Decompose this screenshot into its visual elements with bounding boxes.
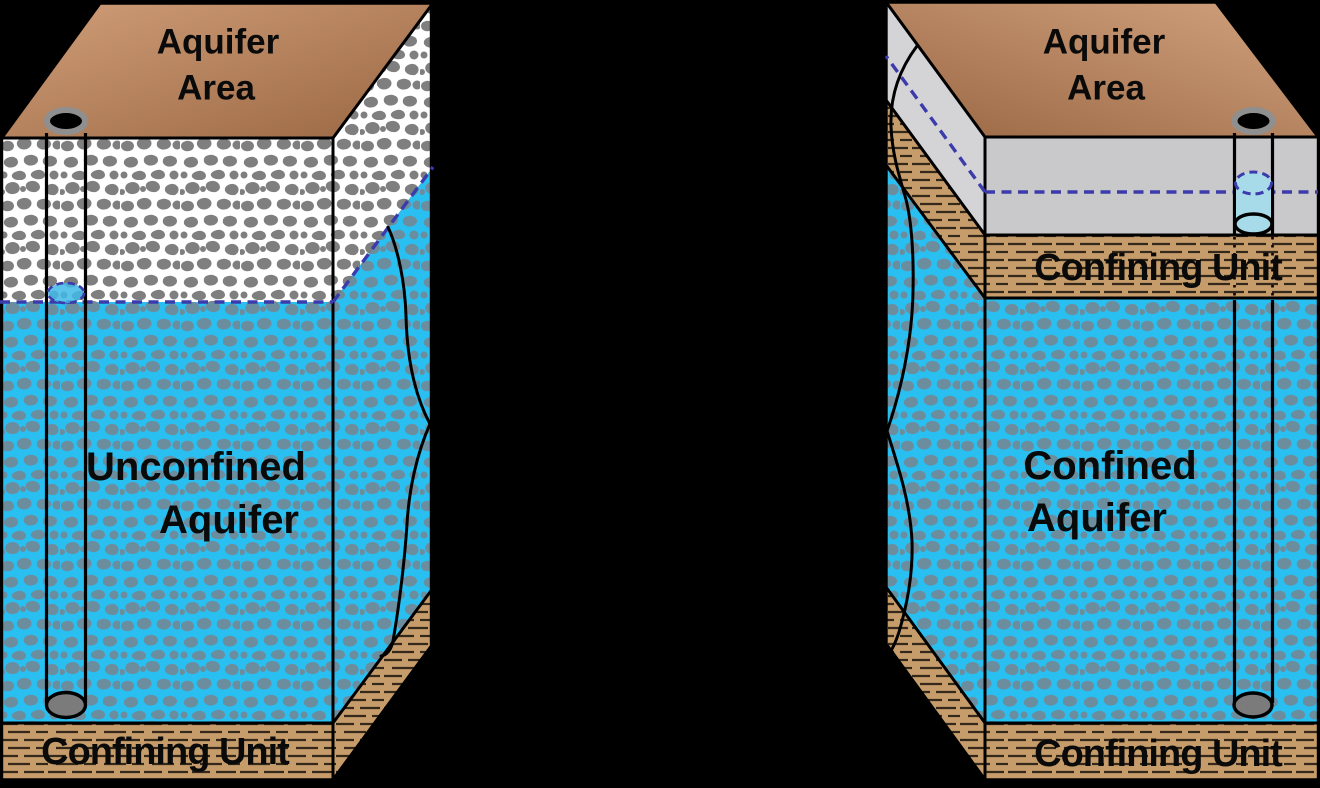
- unconfined-aquifer-label-line2: Aquifer: [159, 498, 299, 542]
- land-surface-top-face: [0, 3, 433, 138]
- well-bottom-icon: [44, 690, 88, 720]
- well-water-level-icon: [46, 281, 86, 305]
- unconfined-aquifer-label-line1: Unconfined: [86, 445, 306, 489]
- left-confining-unit-label: Confining Unit: [41, 731, 290, 773]
- well-cap-icon: [44, 107, 88, 135]
- surficial-unit-side-face: [886, 2, 985, 235]
- lower-confining-unit-label: Confining Unit: [1034, 733, 1283, 775]
- land-surface-top-face: [886, 2, 1320, 137]
- water-table-line-side: [331, 165, 435, 304]
- right-well: [1231, 107, 1276, 719]
- confined-aquifer-label-line1: Confined: [1023, 444, 1196, 488]
- right-surface-label-line2: Area: [1067, 69, 1145, 108]
- left-surface-label-line2: Area: [177, 69, 255, 108]
- well-water-level-icon: [1234, 170, 1273, 196]
- block-outline: [884, 0, 1320, 782]
- side-face-broken-edge-line: [379, 225, 432, 658]
- surface-side-edge: [884, 0, 987, 139]
- side-face-broken-edge-line: [885, 44, 919, 655]
- upper-confining-front-face: [985, 235, 1320, 298]
- upper-confining-side-face: [886, 100, 985, 298]
- upper-confining-unit-label: Confining Unit: [1034, 247, 1283, 289]
- unconfined-aquifer-front-face: [0, 302, 333, 723]
- unconfined-aquifer-side-face: [333, 167, 433, 723]
- unsaturated-zone-front-face: [0, 138, 333, 302]
- surface-side-edge: [331, 1, 435, 140]
- unconfined-aquifer-block: Aquifer Area Unconfined Aquifer Confinin…: [0, 1, 435, 782]
- surficial-bottom-side-edge: [884, 98, 987, 237]
- left-well: [44, 107, 88, 720]
- well-cap-icon: [1231, 107, 1276, 135]
- confining-unit-front-face: [0, 723, 333, 780]
- lower-confining-top-side-edge: [884, 585, 987, 725]
- lower-confining-front-face: [985, 723, 1320, 780]
- potentiometric-surface-line-side: [884, 54, 987, 194]
- confined-aquifer-label-line2: Aquifer: [1027, 496, 1167, 540]
- well-bottom-icon: [1232, 691, 1274, 719]
- confining-unit-side-face: [333, 588, 433, 780]
- well-water-column-base: [1233, 212, 1274, 236]
- confined-aquifer-block: Aquifer Area Confining Unit Confined Aqu…: [884, 0, 1320, 782]
- lower-confining-side-face: [886, 587, 985, 780]
- unsaturated-zone-side-face: [333, 3, 433, 302]
- confined-aquifer-front-face: [985, 298, 1320, 723]
- left-surface-label-line1: Aquifer: [157, 23, 280, 62]
- right-surface-label-line1: Aquifer: [1043, 23, 1166, 62]
- block-outline: [0, 1, 434, 782]
